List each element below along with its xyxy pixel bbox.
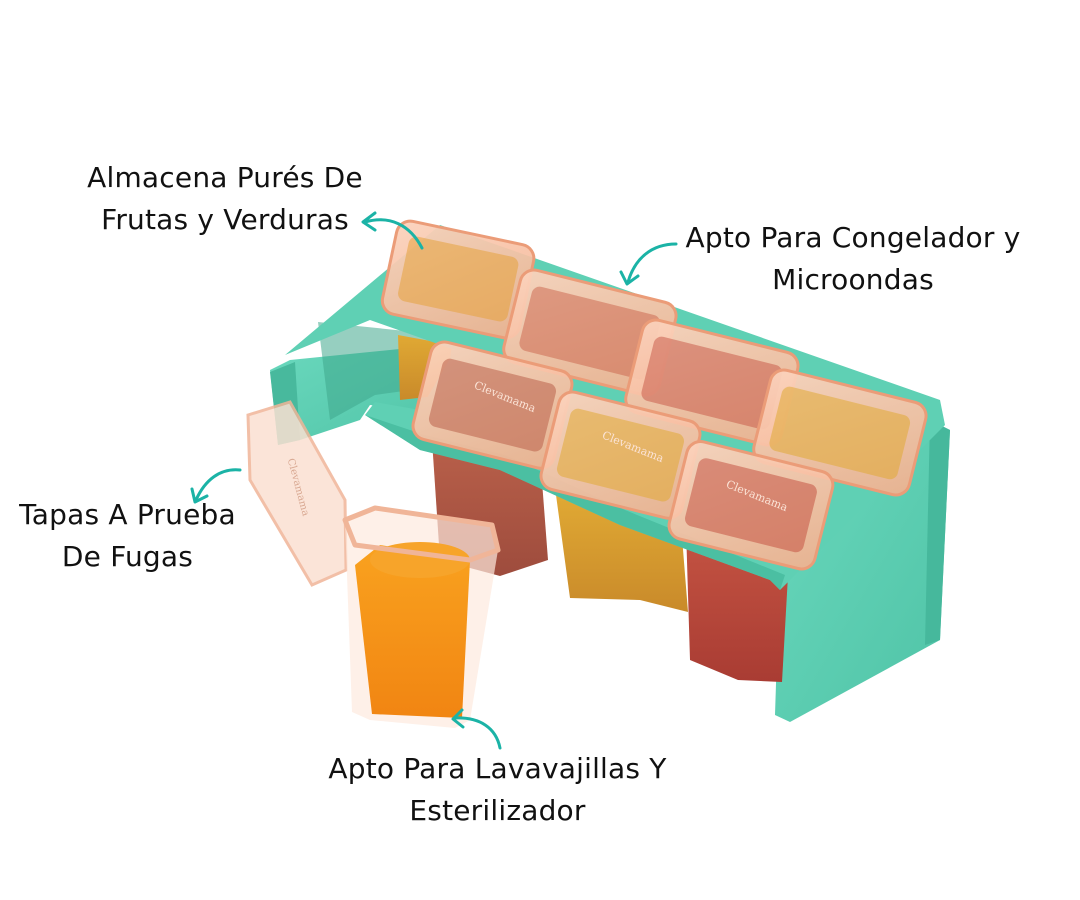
lid-front-2: Clevamama bbox=[539, 390, 702, 520]
arrow-dishwasher-icon bbox=[451, 708, 502, 750]
callout-freezer-line-1: Apto Para Congelador y bbox=[685, 221, 1021, 254]
callout-freezer-line-2: Microondas bbox=[772, 263, 934, 296]
lid-front-1: Clevamama bbox=[411, 340, 574, 470]
open-container: Clevamama bbox=[246, 400, 501, 728]
callout-lids-line-1: Tapas A Prueba bbox=[19, 498, 236, 531]
lid-back-3 bbox=[624, 318, 800, 447]
rack-right-panel bbox=[775, 420, 950, 722]
arrow-freezer-icon bbox=[619, 242, 678, 286]
callout-leakproof-lids: Tapas A Prueba De Fugas bbox=[0, 494, 255, 578]
callout-lids-line-2: De Fugas bbox=[61, 540, 194, 573]
callout-freezer-microwave: Apto Para Congelador y Microondas bbox=[668, 217, 1038, 301]
rack-lids: Clevamama Clevamama Clevamama bbox=[380, 219, 928, 571]
callout-purees: Almacena Purés De Frutas y Verduras bbox=[70, 157, 380, 241]
lid-front-3: Clevamama bbox=[667, 440, 835, 571]
arrow-purees-icon bbox=[361, 211, 424, 250]
lid-back-1 bbox=[380, 219, 536, 340]
arrow-lids-icon bbox=[190, 468, 242, 504]
callout-purees-line-1: Almacena Purés De bbox=[87, 161, 363, 194]
callout-purees-line-2: Frutas y Verduras bbox=[101, 203, 349, 236]
callout-dishwasher-line-2: Esterilizador bbox=[409, 794, 586, 827]
callout-dishwasher-line-1: Apto Para Lavavajillas Y bbox=[328, 752, 667, 785]
callout-dishwasher-sterilizer: Apto Para Lavavajillas Y Esterilizador bbox=[310, 748, 685, 832]
arrow-icons bbox=[190, 211, 678, 750]
